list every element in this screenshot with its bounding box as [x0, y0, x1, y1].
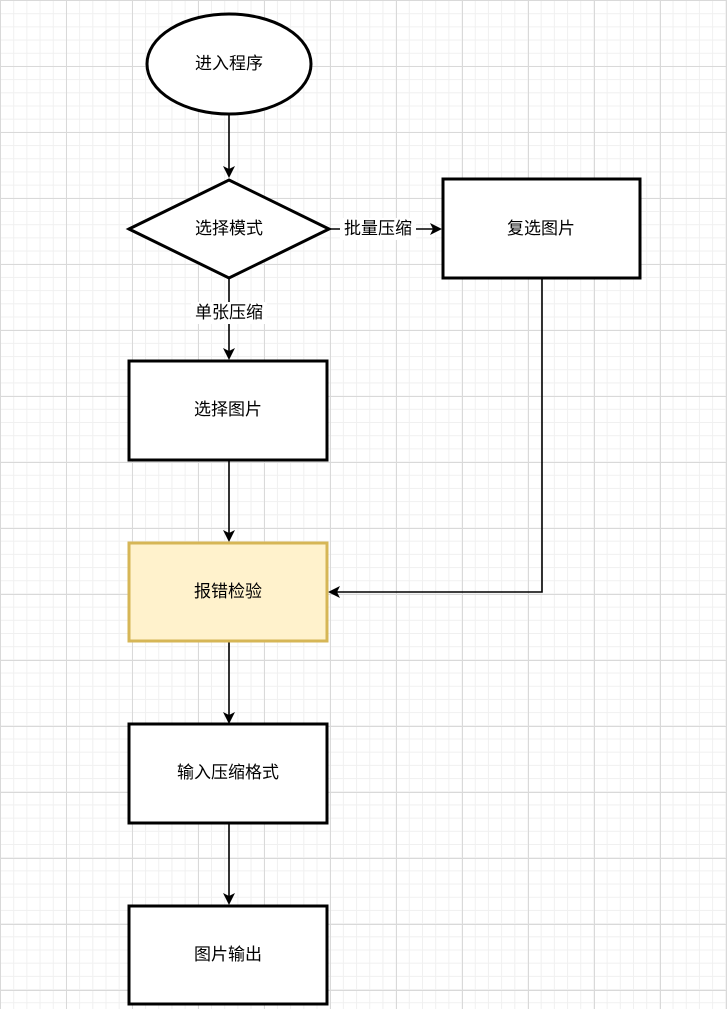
node-select-image[interactable]: 选择图片: [127, 359, 329, 462]
node-start-shape: [145, 12, 313, 116]
node-input-format[interactable]: 输入压缩格式: [127, 722, 329, 825]
node-select-mode[interactable]: 选择模式: [125, 178, 333, 280]
node-multi-select-label: 复选图片: [507, 219, 575, 239]
node-image-output-label: 图片输出: [194, 945, 262, 965]
node-input-format-shape: [127, 722, 329, 825]
node-select-mode-label: 选择模式: [195, 219, 263, 239]
node-select-mode-shape: [125, 178, 333, 280]
node-multi-select[interactable]: 复选图片: [441, 177, 642, 280]
edge-label-single-compress: 单张压缩: [195, 303, 263, 323]
edge-label-single-compress-group: 单张压缩: [191, 302, 267, 324]
node-select-image-label: 选择图片: [194, 400, 262, 420]
node-error-check[interactable]: 报错检验: [127, 541, 329, 643]
edge-label-batch-compress: 批量压缩: [344, 219, 412, 239]
node-select-image-shape: [127, 359, 329, 462]
node-start-label: 进入程序: [195, 54, 263, 74]
node-start[interactable]: 进入程序: [145, 12, 313, 116]
edge-label-batch-compress-bg: [340, 218, 416, 240]
node-multi-select-shape: [441, 177, 642, 280]
node-error-check-label: 报错检验: [194, 582, 262, 602]
edge-multi-select-to-error-check: [328, 278, 543, 598]
node-image-output-shape: [127, 904, 329, 1006]
node-error-check-shape: [127, 541, 329, 643]
node-input-format-label: 输入压缩格式: [177, 763, 279, 783]
edge-label-batch-compress-group: 批量压缩: [340, 218, 416, 240]
node-image-output[interactable]: 图片输出: [127, 904, 329, 1006]
edge-label-single-compress-bg: [191, 302, 267, 324]
